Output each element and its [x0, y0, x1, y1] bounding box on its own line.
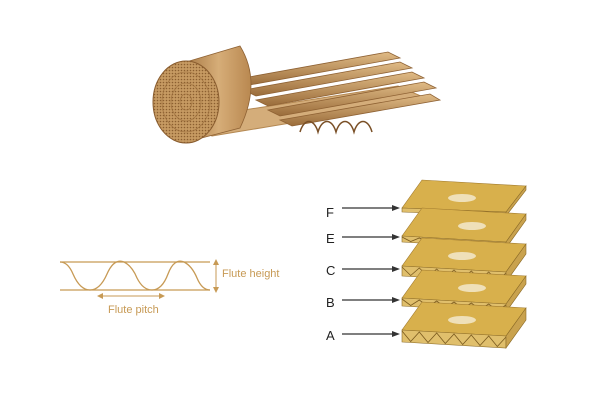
flute-wave — [59, 260, 211, 291]
flute-height-marker — [213, 259, 219, 293]
cardboard-roll — [152, 45, 252, 144]
board-grade-a — [401, 301, 527, 349]
grade-label-b: B — [326, 295, 335, 310]
flute-height-label: Flute height — [222, 268, 280, 280]
grade-arrow-c — [342, 266, 400, 272]
grade-label-e: E — [326, 231, 335, 246]
grade-label-c: C — [326, 263, 336, 278]
grade-label-a: A — [326, 328, 335, 343]
grade-arrow-f — [342, 205, 400, 211]
flute-pitch-marker — [97, 293, 165, 299]
flute-ridges — [230, 51, 442, 135]
roll-end-spiral — [152, 60, 220, 144]
grade-arrow-b — [342, 297, 400, 303]
grade-arrow-a — [342, 331, 400, 337]
grade-label-f: F — [326, 205, 334, 220]
flute-pitch-label: Flute pitch — [108, 304, 159, 316]
grade-arrow-e — [342, 234, 400, 240]
